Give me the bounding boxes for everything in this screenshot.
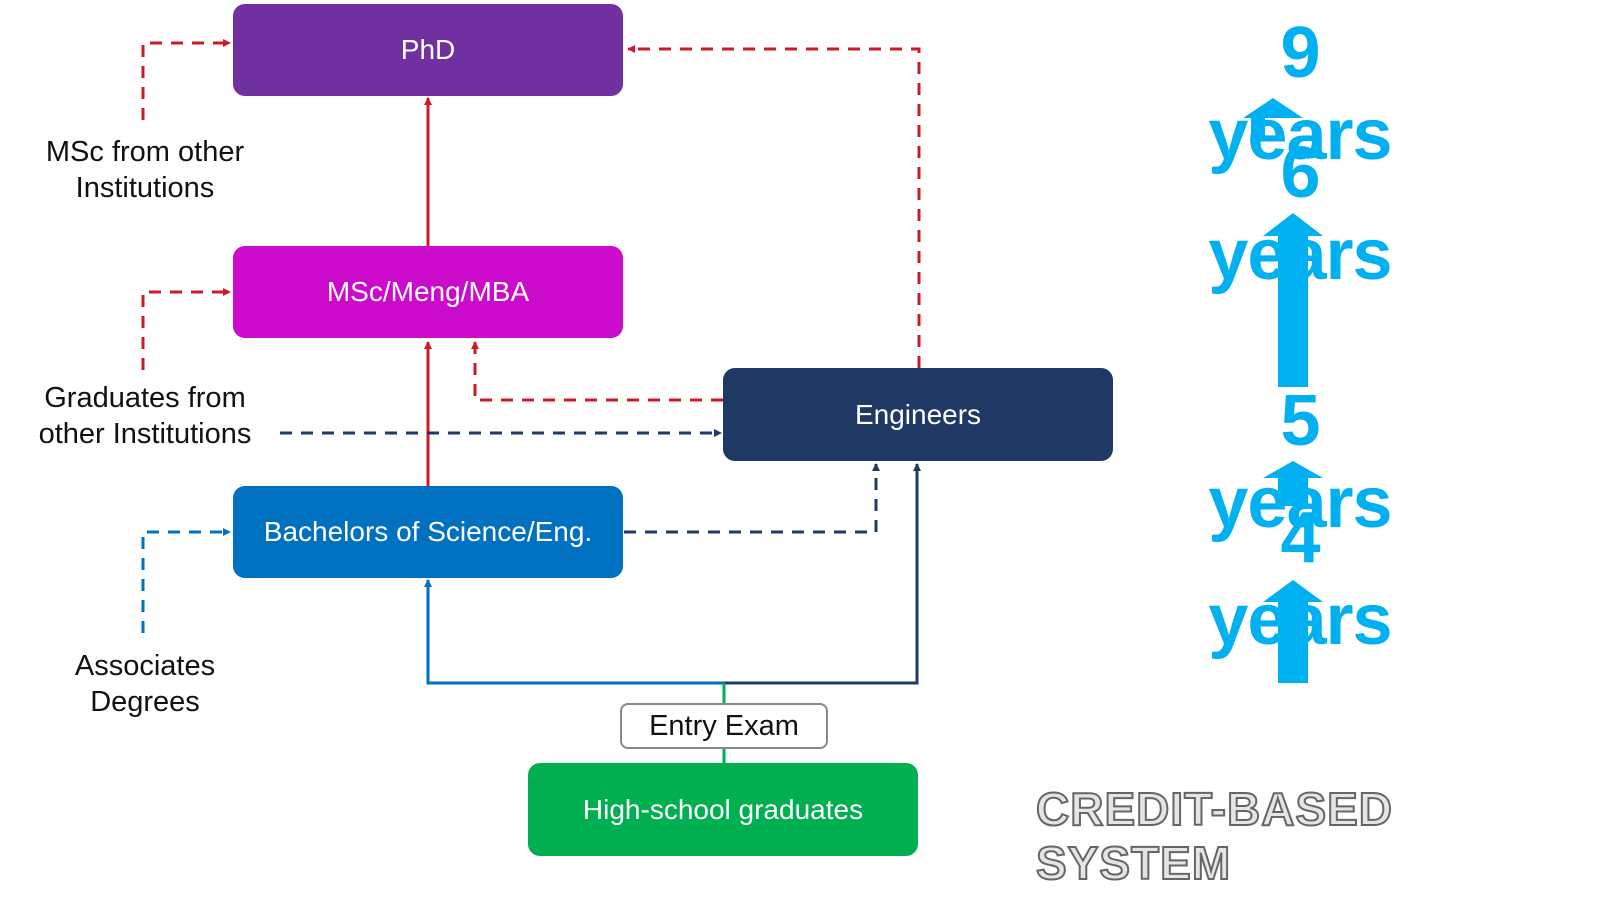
timeline-4-years: 4 years xyxy=(1208,498,1392,660)
timeline-arrow-6-to-9 xyxy=(1243,98,1303,137)
node-phd-label: PhD xyxy=(400,34,456,65)
source-grads-other-line1: Graduates from xyxy=(44,382,246,414)
source-msc-other-line2: Institutions xyxy=(75,172,215,204)
source-associates-line2: Degrees xyxy=(90,686,200,718)
edge-bachelors-to-engineers xyxy=(624,463,880,534)
source-grads-other-line2: other Institutions xyxy=(38,418,252,450)
timeline-5-years: 5 years xyxy=(1208,381,1392,543)
timeline-arrow-5-to-6 xyxy=(1263,213,1323,387)
timeline-arrow-4-to-5 xyxy=(1263,461,1323,506)
node-masters: MSc/Meng/MBA xyxy=(233,246,623,338)
node-entry-exam: Entry Exam xyxy=(620,703,828,749)
edge-exam-to-engineers xyxy=(724,463,921,685)
edge-engineers-to-masters xyxy=(471,341,723,402)
node-engineers-label: Engineers xyxy=(854,398,982,430)
credit-based-system-title: CREDIT-BASED SYSTEM xyxy=(1035,782,1394,890)
edge-engineers-to-phd xyxy=(627,45,921,368)
node-masters-label: MSc/Meng/MBA xyxy=(326,276,530,307)
edge-exam-to-bachelors xyxy=(424,579,724,685)
source-grads-other: Graduates from other Institutions xyxy=(20,380,270,452)
edge-msc-other-to-phd xyxy=(141,39,231,120)
timeline-arrow-0-to-4 xyxy=(1263,580,1323,683)
source-msc-other: MSc from other Institutions xyxy=(20,134,270,206)
edge-associates-to-bachelors xyxy=(141,528,231,633)
node-highschool: High-school graduates xyxy=(528,763,918,856)
node-bachelors: Bachelors of Science/Eng. xyxy=(233,486,623,578)
node-entry-exam-label: Entry Exam xyxy=(649,709,799,742)
source-associates: Associates Degrees xyxy=(20,648,270,720)
edge-grads-other-to-masters xyxy=(141,288,231,370)
source-msc-other-line1: MSc from other xyxy=(45,136,245,168)
timeline-6-years: 6 years xyxy=(1208,133,1392,295)
node-highschool-label: High-school graduates xyxy=(582,793,864,825)
node-phd: PhD xyxy=(233,4,623,96)
source-associates-line1: Associates xyxy=(74,650,216,682)
node-bachelors-label: Bachelors of Science/Eng. xyxy=(263,516,593,547)
timeline-9-years: 9 years xyxy=(1208,13,1392,175)
node-engineers: Engineers xyxy=(723,368,1113,461)
